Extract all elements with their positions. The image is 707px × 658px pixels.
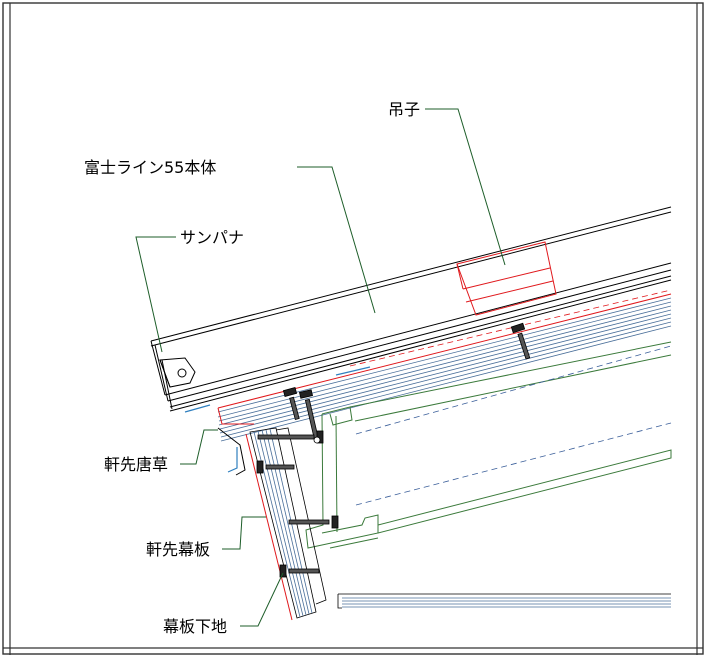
- label-sanpana: サンパナ: [180, 228, 244, 247]
- leader-lines: [135, 108, 506, 627]
- leader-sanpana: [135, 236, 176, 353]
- sanpana-part: [159, 357, 196, 388]
- screw: [279, 564, 320, 578]
- label-fuji-line-main: 富士ライン55本体: [84, 158, 216, 177]
- screws: [256, 322, 531, 578]
- tsuriko-clip: [456, 241, 557, 316]
- fascia-red-edge: [245, 433, 293, 621]
- leader-karakusa: [180, 429, 218, 465]
- dashed-red-line: [349, 289, 672, 367]
- screw: [298, 389, 319, 440]
- screw: [282, 387, 300, 421]
- blue-flashing: [184, 366, 371, 473]
- screw: [257, 430, 324, 444]
- steel-frame: [305, 341, 672, 549]
- screw: [256, 460, 295, 474]
- fascia-underboard: [275, 427, 327, 605]
- screw: [288, 515, 339, 529]
- red-underlay: [217, 293, 672, 425]
- label-makuita-shitaji: 幕板下地: [163, 617, 227, 636]
- roof-panel: [150, 206, 672, 412]
- leader-makuita: [222, 516, 266, 550]
- dashed-guides: [355, 345, 672, 506]
- leader-shitaji: [240, 572, 284, 627]
- leader-fuji-line: [297, 166, 376, 314]
- karakusa-flashing: [217, 427, 246, 476]
- label-nokisaki-makuita: 軒先幕板: [146, 540, 210, 559]
- screw: [510, 322, 531, 360]
- label-tsuriko: 吊子: [388, 100, 420, 119]
- label-nokisaki-karakusa: 軒先唐草: [104, 455, 168, 474]
- soffit-board: [337, 593, 671, 609]
- leader-tsuriko: [425, 108, 506, 266]
